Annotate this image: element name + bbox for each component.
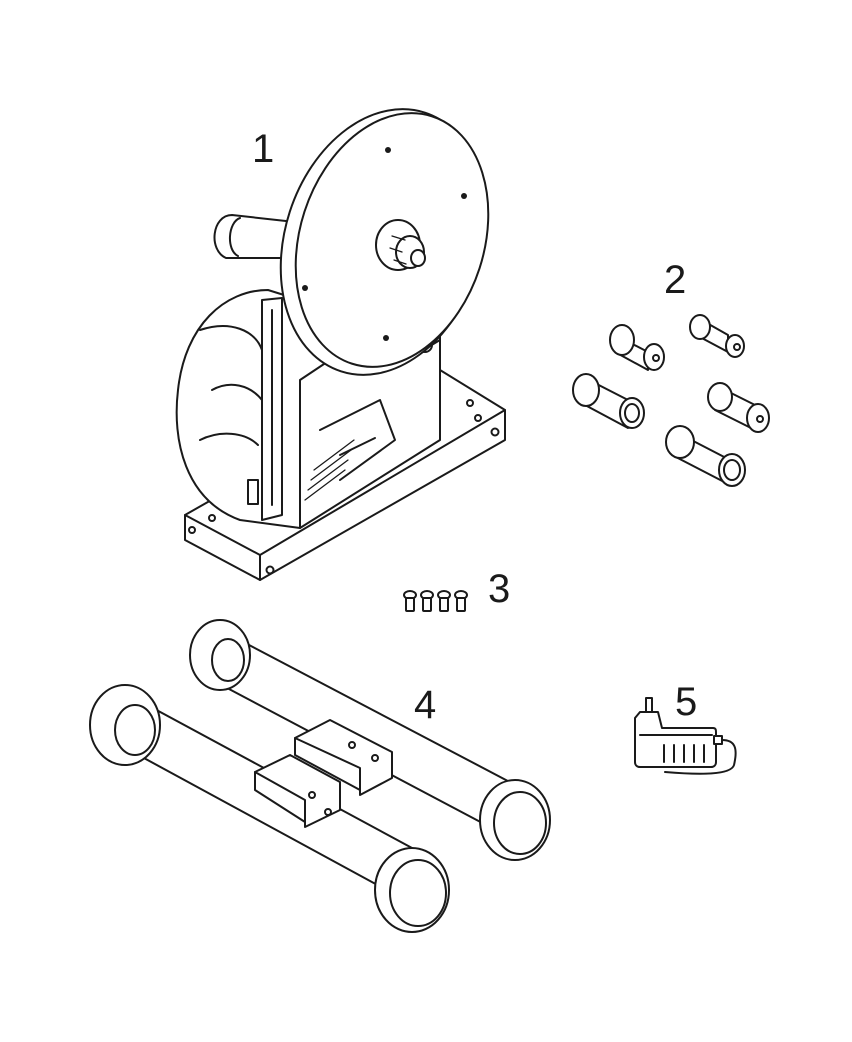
stabilizer-leg-back [189,619,551,861]
spacer-2 [689,314,745,358]
spacer-1 [609,324,665,371]
part-label-5: 5 [675,680,697,724]
part-label-1: 1 [252,127,274,171]
axle-spacers-icon: 2 [572,258,770,487]
spacer-5 [665,425,746,487]
screw-4 [454,590,468,612]
trainer-cassette-hub [375,219,426,271]
trainer-carry-handle [213,214,296,259]
trainer-front-strip [247,297,283,521]
spacer-3 [572,373,645,429]
part-label-2: 2 [664,258,686,302]
leg-bracket-front [254,754,341,828]
spacer-4 [707,382,770,433]
stabilizer-leg-front [89,684,450,933]
part-label-4: 4 [414,683,436,727]
stabilizer-legs-icon: 4 [89,619,551,933]
trainer-unit-icon: 1 [175,108,506,581]
power-adapter-icon: 5 [634,680,737,775]
leg-bracket-back [294,719,393,796]
screws-icon: 3 [403,567,510,612]
screw-3 [437,590,451,612]
part-label-3: 3 [488,567,510,611]
screw-1 [403,590,417,612]
screw-2 [420,590,434,612]
